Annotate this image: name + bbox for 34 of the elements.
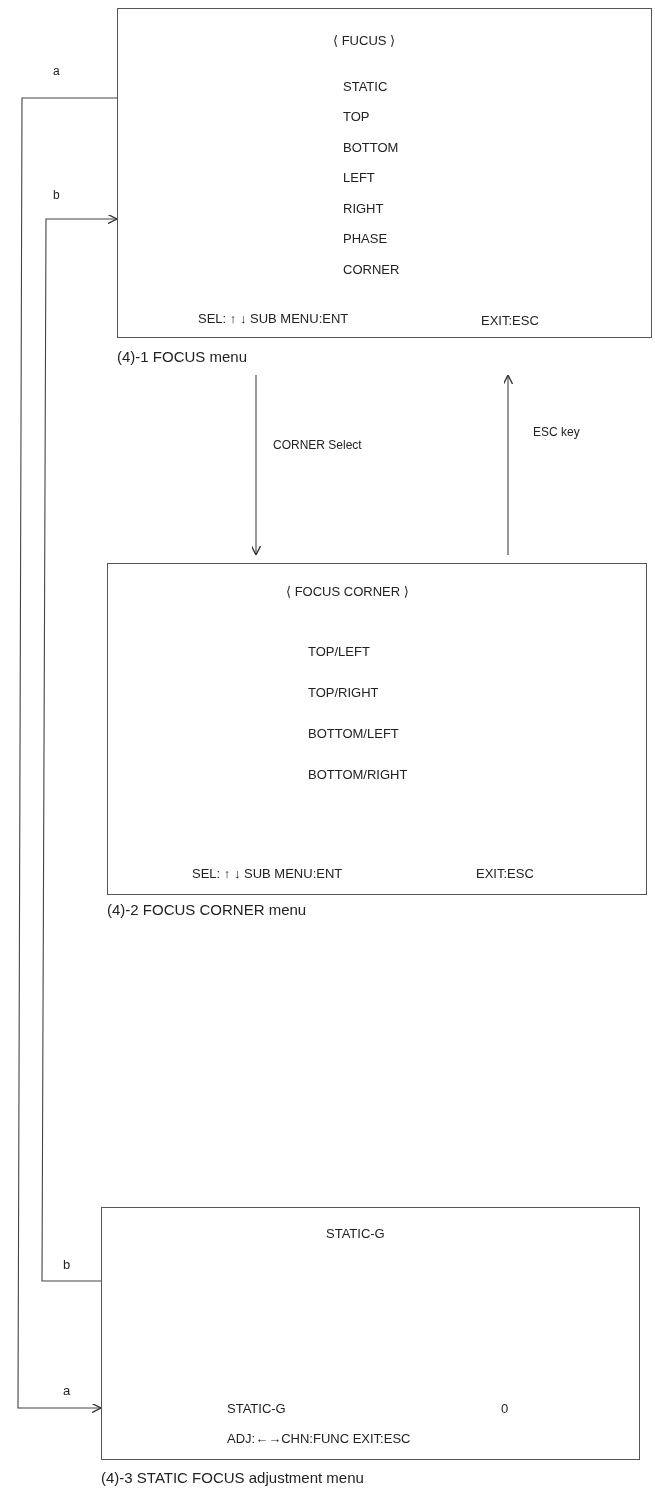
connector-letter: a xyxy=(63,1383,71,1398)
menu-item: TOP/RIGHT xyxy=(308,685,379,701)
menu-title: STATIC-G xyxy=(326,1226,385,1242)
hint-text: ADJ:←→CHN:FUNC EXIT:ESC xyxy=(227,1431,411,1447)
arrow xyxy=(250,374,262,556)
figure-caption: (4)-1 FOCUS menu xyxy=(117,348,248,366)
menu-item: STATIC xyxy=(343,79,388,95)
menu-item: PHASE xyxy=(343,231,388,247)
menu-item: LEFT xyxy=(343,170,375,186)
menu-item: BOTTOM/LEFT xyxy=(308,726,399,742)
hint-text: SEL: ↑ ↓ SUB MENU:ENT xyxy=(198,311,349,327)
edge-label: ESC key xyxy=(532,425,581,440)
value-name: STATIC-G xyxy=(227,1401,286,1417)
menu-title: ⟨ FOCUS CORNER ⟩ xyxy=(286,584,409,600)
arrow xyxy=(41,213,118,1282)
arrow xyxy=(502,374,514,556)
menu-item: TOP/LEFT xyxy=(308,644,370,660)
menu-item: BOTTOM/RIGHT xyxy=(308,767,408,783)
menu-item: CORNER xyxy=(343,262,400,278)
connector-letter: b xyxy=(63,1257,71,1272)
menu-item: RIGHT xyxy=(343,201,384,217)
menu-screen xyxy=(117,8,652,338)
hint-text: EXIT:ESC xyxy=(476,866,534,882)
menu-item: TOP xyxy=(343,109,370,125)
menu-title: ⟨ FUCUS ⟩ xyxy=(333,33,396,49)
hint-text: EXIT:ESC xyxy=(481,313,539,329)
menu-item: BOTTOM xyxy=(343,140,399,156)
figure-caption: (4)-3 STATIC FOCUS adjustment menu xyxy=(101,1469,364,1487)
menu-screen xyxy=(107,563,647,895)
figure-caption: (4)-2 FOCUS CORNER menu xyxy=(107,901,307,919)
menu-screen xyxy=(101,1207,640,1460)
hint-text: SEL: ↑ ↓ SUB MENU:ENT xyxy=(192,866,343,882)
value-number: 0 xyxy=(501,1401,509,1417)
arrow xyxy=(17,97,118,1414)
